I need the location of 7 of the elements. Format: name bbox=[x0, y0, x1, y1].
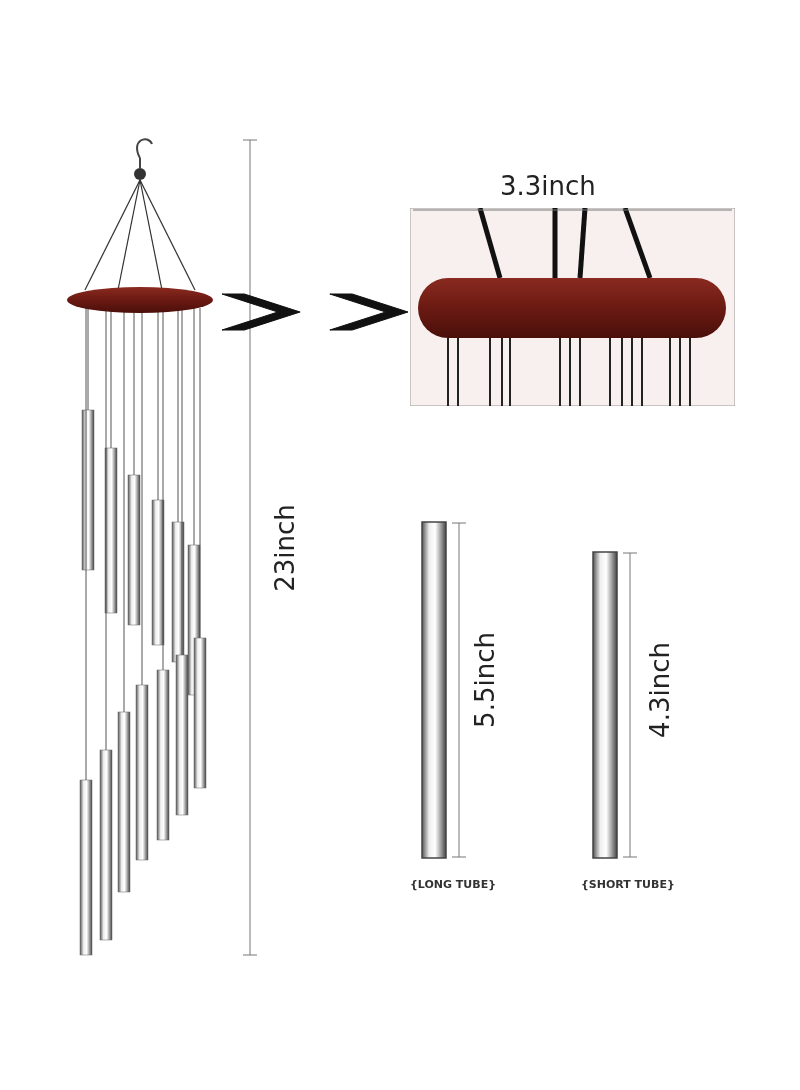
dimension-label: 23inch bbox=[269, 504, 300, 592]
dimension-label: 5.5inch bbox=[469, 632, 500, 728]
dimension-label: 4.3inch bbox=[644, 642, 675, 738]
chevron-arrow bbox=[221, 293, 409, 331]
dimension-label: 3.3inch bbox=[500, 171, 596, 201]
tube-caption: {SHORT TUBE} bbox=[581, 878, 675, 891]
tube-caption: {LONG TUBE} bbox=[410, 878, 497, 891]
